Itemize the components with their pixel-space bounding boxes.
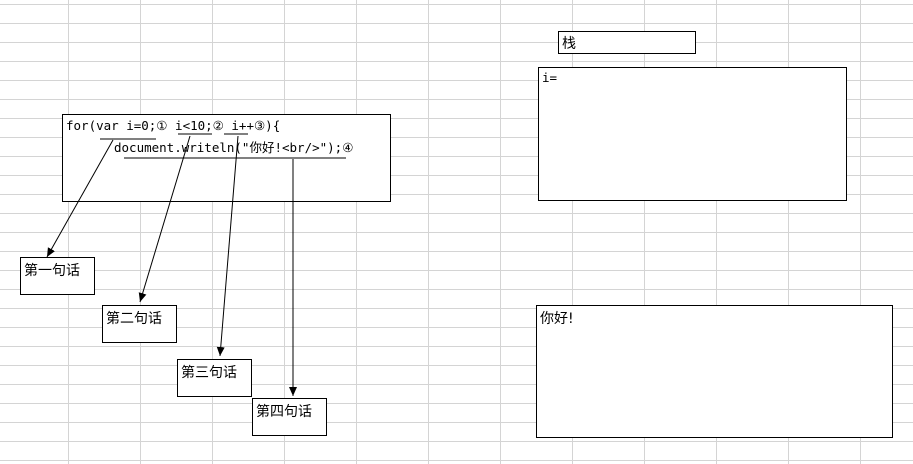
sentence-box-1: 第一句话	[20, 257, 95, 295]
code-line-writeln: document.writeln("你好!<br/>");④	[114, 140, 354, 155]
sentence-box-3: 第三句话	[177, 359, 252, 397]
code-line-for: for(var i=0;① i<10;② i++③){	[66, 118, 281, 133]
stack-var-label: i=	[542, 70, 558, 85]
sentence-box-4: 第四句话	[252, 398, 327, 436]
stack-title: 栈	[558, 31, 696, 54]
output-text: 你好!	[540, 311, 574, 327]
output-box: 你好!	[536, 305, 893, 438]
stack-box: i=	[538, 67, 847, 201]
sentence-box-2: 第二句话	[102, 305, 177, 343]
